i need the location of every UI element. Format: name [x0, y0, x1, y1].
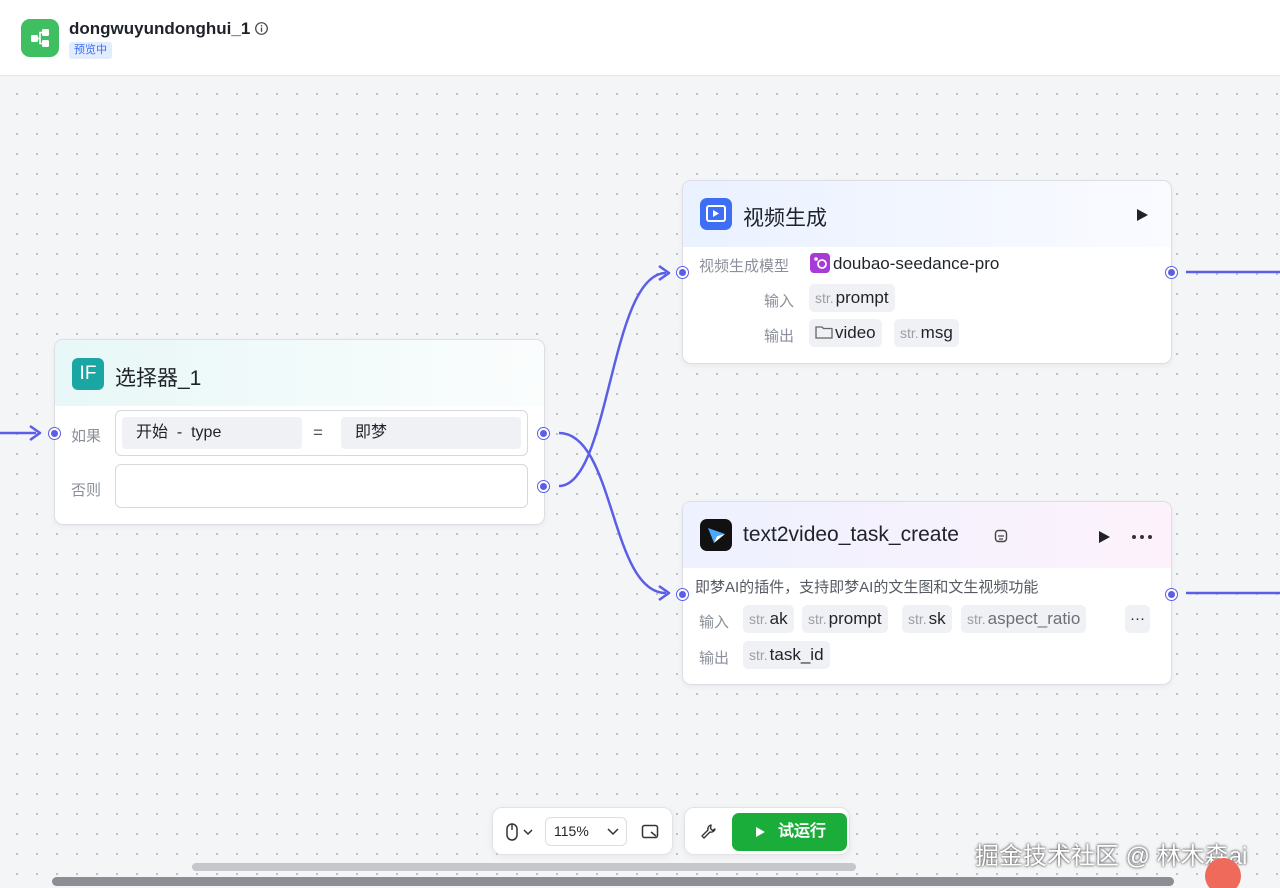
t2v-inputs-row: str.ak str.prompt str.sk str.aspect_rati… [741, 605, 1089, 635]
t2v-node-title: text2video_task_create [743, 523, 959, 546]
video-output-msg: str.msg [894, 319, 959, 347]
t2v-input-prompt: str.prompt [802, 605, 888, 633]
edge-arrow-video [658, 264, 671, 282]
edge-arrow-selector [29, 424, 42, 442]
video-input-label: 输入 [764, 293, 795, 310]
video-node-title: 视频生成 [743, 207, 827, 230]
t2v-input-sk: str.sk [902, 605, 952, 633]
t2v-input-ak: str.ak [743, 605, 794, 633]
video-output-video: video [809, 319, 882, 347]
selector-node-header [55, 340, 544, 406]
selector-input-port[interactable] [49, 428, 60, 439]
run-toolbar: 试运行 [684, 807, 850, 855]
video-generation-icon [700, 198, 732, 230]
edge-if-to-t2v [558, 431, 667, 595]
app-title: dongwuyundonghui_1 [69, 19, 251, 38]
else-label: 否则 [71, 482, 102, 499]
video-input-prompt: str.prompt [809, 284, 895, 312]
condition-right-operand[interactable]: 即梦 [341, 417, 521, 449]
model-name[interactable]: doubao-seedance-pro [833, 254, 1000, 273]
selector-node[interactable]: IF 选择器_1 如果 否则 开始 - type = 即梦 [49, 339, 549, 525]
model-icon [810, 253, 830, 273]
edge-else-to-video [558, 271, 667, 488]
play-icon [756, 827, 765, 837]
wrench-icon[interactable] [700, 823, 718, 841]
else-condition-box[interactable] [115, 464, 528, 508]
avatar [1205, 858, 1241, 888]
selector-if-output-port[interactable] [538, 428, 549, 439]
t2v-input-aspect-ratio: str.aspect_ratio [961, 605, 1087, 633]
t2v-output-label: 输出 [699, 650, 730, 667]
selector-else-output-port[interactable] [538, 481, 549, 492]
t2v-output-port[interactable] [1166, 589, 1177, 600]
t2v-more-inputs-button[interactable]: ··· [1125, 605, 1150, 633]
chevron-down-icon [607, 828, 619, 836]
zoom-level-select[interactable]: 115% [545, 817, 627, 846]
test-run-button[interactable]: 试运行 [732, 813, 847, 851]
video-input-port[interactable] [677, 267, 688, 278]
more-options-icon[interactable] [1131, 534, 1153, 540]
info-icon[interactable] [254, 21, 269, 36]
watermark: 掘金技术社区 @ 林木森ai [975, 843, 1248, 870]
workflow-app-icon [21, 19, 59, 57]
video-generation-node[interactable]: 视频生成 视频生成模型 doubao-seedance-pro 输入 str.p… [677, 180, 1177, 364]
canvas-horizontal-scrollbar[interactable] [52, 877, 1174, 886]
status-badge: 预览中 [69, 42, 112, 59]
jimeng-plugin-icon [700, 519, 732, 551]
canvas-controls-toolbar: 115% [492, 807, 673, 855]
mouse-mode-icon[interactable] [505, 822, 535, 842]
t2v-node-header [683, 502, 1171, 568]
if-label: 如果 [71, 428, 102, 445]
t2v-output-task-id: str.task_id [743, 641, 830, 669]
condition-operator[interactable]: = [313, 423, 323, 442]
minimap-icon[interactable] [641, 824, 659, 840]
if-condition-box[interactable]: 开始 - type = 即梦 [115, 410, 528, 456]
t2v-description: 即梦AI的插件，支持即梦AI的文生图和文生视频功能 [695, 579, 1039, 596]
text2video-node[interactable]: text2video_task_create 即梦AI的插件，支持即梦AI的文生… [677, 501, 1177, 685]
app-header: dongwuyundonghui_1 预览中 [0, 0, 1280, 76]
folder-icon [815, 326, 833, 339]
str-type-tag: str. [900, 325, 919, 341]
model-label: 视频生成模型 [699, 258, 790, 275]
condition-left-operand[interactable]: 开始 - type [122, 417, 302, 449]
t2v-input-port[interactable] [677, 589, 688, 600]
video-node-header [683, 181, 1171, 247]
edge-arrow-t2v [658, 584, 671, 602]
canvas-scrollbar-secondary[interactable] [192, 863, 856, 871]
video-output-label: 输出 [764, 328, 795, 345]
if-icon: IF [72, 358, 104, 390]
str-type-tag: str. [815, 290, 834, 306]
connection-edges [0, 264, 1280, 602]
run-node-icon[interactable] [1134, 207, 1150, 223]
workflow-canvas[interactable]: IF 选择器_1 如果 否则 开始 - type = 即梦 视频生成 视频生成模… [0, 77, 1280, 888]
selector-node-title: 选择器_1 [115, 367, 202, 390]
run-node-icon[interactable] [1096, 529, 1112, 545]
t2v-input-label: 输入 [699, 614, 730, 631]
video-output-port[interactable] [1166, 267, 1177, 278]
plugin-store-icon [994, 529, 1008, 543]
